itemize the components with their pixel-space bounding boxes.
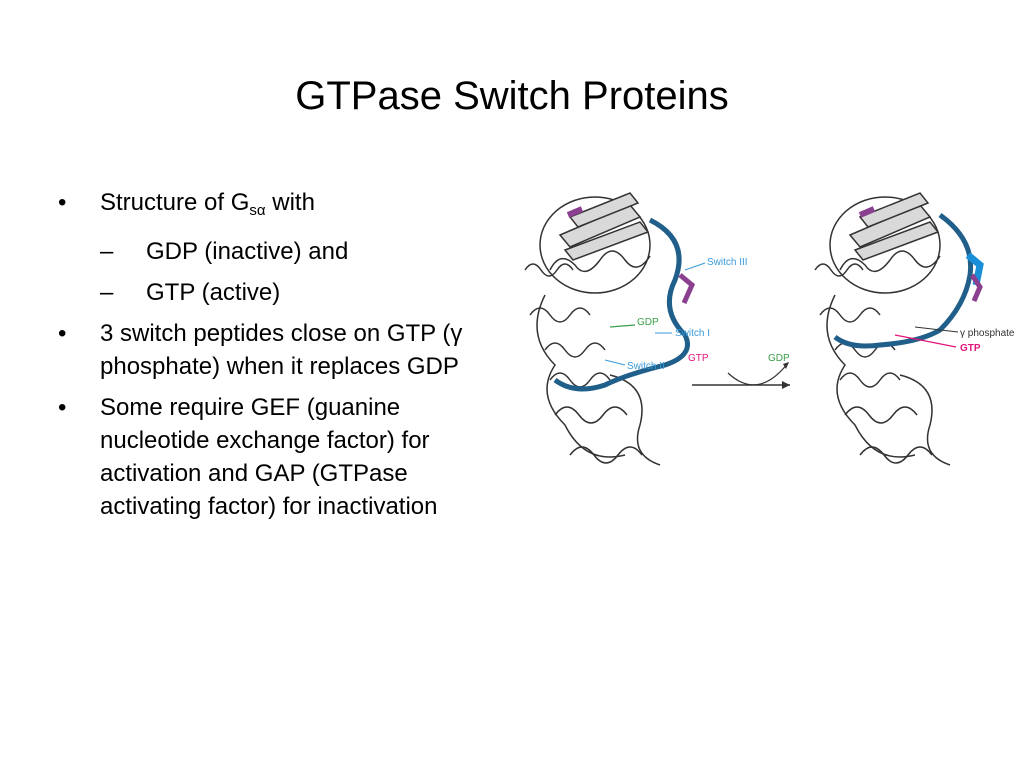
switch3-pointer — [684, 262, 706, 271]
sub-bullet-text: GTP (active) — [146, 279, 281, 306]
protein-structure-gdp — [524, 192, 661, 466]
bullet-item-structure: • Structure of Gsα with — [58, 186, 508, 227]
sub-bullet-item-gtp: – GTP (active) — [100, 276, 508, 309]
purple-strand-right — [858, 206, 876, 218]
bullet-icon: • — [58, 189, 67, 216]
purple-strand-right-2 — [969, 273, 983, 302]
sub-bullet-text: GDP (inactive) and — [146, 238, 349, 265]
gdp-out-label: GDP — [768, 353, 790, 364]
bullet-text: Some require GEF (guanine nucleotide exc… — [100, 394, 438, 520]
switch-helix-right — [965, 252, 984, 286]
switch1-label: Switch I — [675, 328, 710, 339]
slide-title: GTPase Switch Proteins — [295, 74, 729, 118]
switch-region-left — [553, 217, 690, 392]
bullet-list: • Structure of Gsα with – GDP (inactive)… — [58, 186, 508, 531]
purple-strand-left-2 — [566, 206, 584, 218]
exchange-arrow — [692, 362, 790, 389]
gtp-in-label: GTP — [688, 353, 709, 364]
sub-bullet-item-gdp: – GDP (inactive) and — [100, 235, 508, 268]
purple-strand-left — [678, 273, 696, 305]
switch2-label: Switch II — [627, 361, 665, 372]
bullet-item-gef-gap: • Some require GEF (guanine nucleotide e… — [58, 391, 508, 523]
protein-structure-gtp — [814, 192, 951, 466]
bullet-text-suffix: with — [265, 189, 315, 216]
gdp-label-left: GDP — [637, 317, 659, 328]
bullet-item-switch-peptides: • 3 switch peptides close on GTP (γ phos… — [58, 317, 508, 383]
gamma-phosphate-label: γ phosphate — [960, 328, 1015, 339]
gtp-pointer-right — [894, 334, 957, 348]
bullet-text: Structure of G — [100, 189, 250, 216]
gdp-pointer-left — [609, 324, 636, 328]
bullet-icon: • — [58, 394, 67, 421]
dash-icon: – — [100, 279, 114, 306]
switch3-label: Switch III — [707, 257, 748, 268]
gamma-phosphate-pointer — [914, 326, 959, 333]
bullet-icon: • — [58, 320, 67, 347]
bullet-text: 3 switch peptides close on GTP (γ phosph… — [100, 320, 463, 380]
dash-icon: – — [100, 238, 114, 265]
gtpase-structure-figure: Switch III GDP Switch I Switch II GTP GD… — [524, 192, 1015, 466]
subscript-text: sα — [249, 202, 266, 219]
gtp-label-right: GTP — [960, 343, 981, 354]
switch2-pointer — [604, 359, 626, 366]
